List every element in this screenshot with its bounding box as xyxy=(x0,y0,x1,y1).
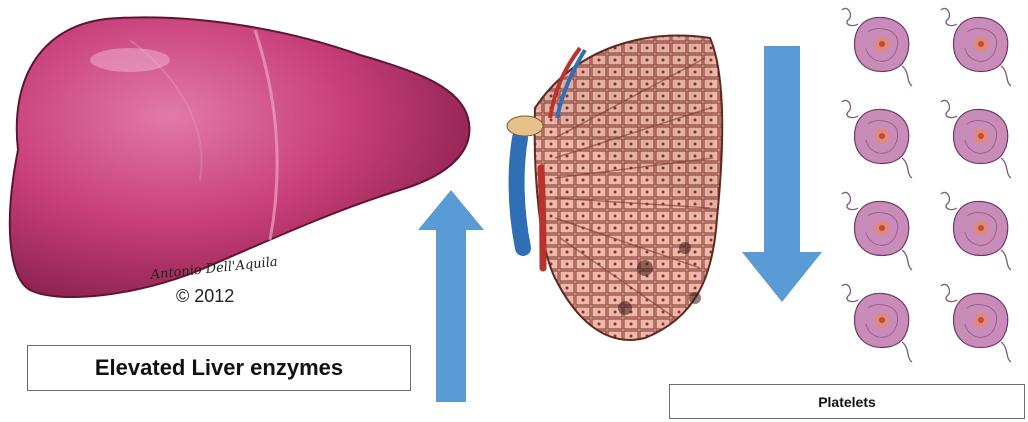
platelet-icon xyxy=(841,7,913,87)
liver-illustration xyxy=(8,16,471,298)
copyright-text: © 2012 xyxy=(176,286,235,306)
platelet-icon xyxy=(841,283,913,363)
elevated-liver-enzymes-label: Elevated Liver enzymes xyxy=(27,345,411,391)
platelet-icon xyxy=(940,7,1012,87)
platelet-icon xyxy=(940,191,1012,271)
arrow-down-icon xyxy=(742,46,822,302)
liver-lobule-illustration xyxy=(506,34,724,341)
arrow-up-icon xyxy=(418,190,484,402)
platelets-label: Platelets xyxy=(669,384,1025,419)
platelet-grid xyxy=(830,0,1028,380)
platelet-icon xyxy=(841,191,913,271)
platelet-icon xyxy=(940,99,1012,179)
platelet-icon xyxy=(841,99,913,179)
platelet-icon xyxy=(940,283,1012,363)
